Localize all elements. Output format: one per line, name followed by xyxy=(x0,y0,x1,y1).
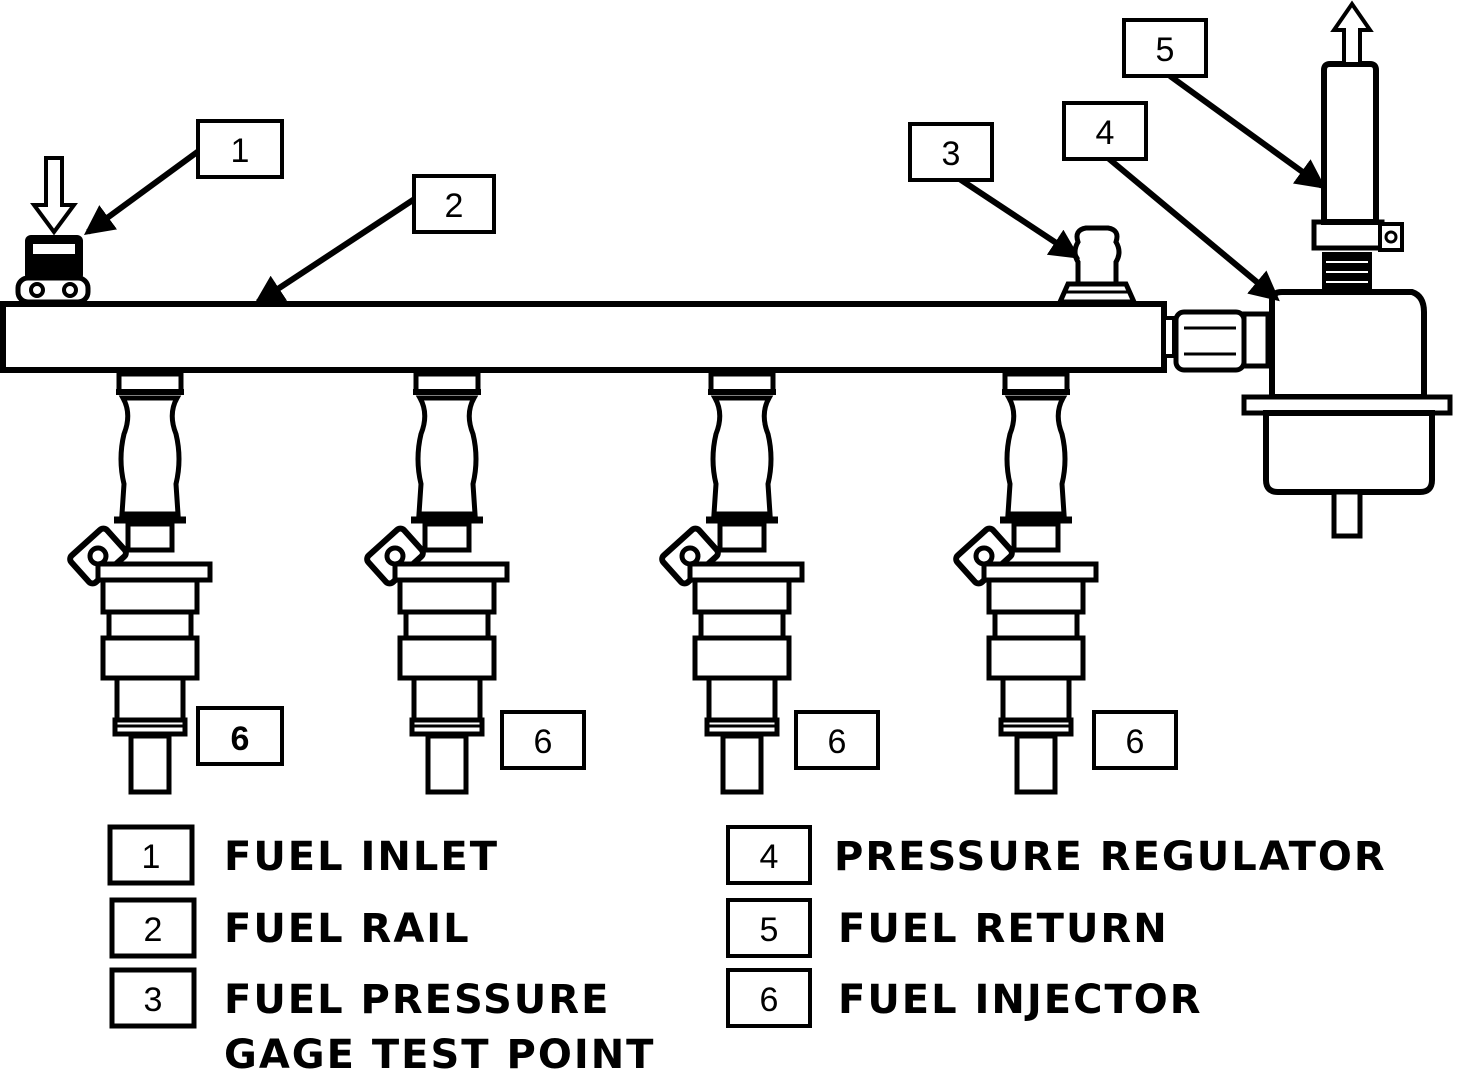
fuel-rail-body xyxy=(0,301,1167,373)
inlet-flow-arrow-icon xyxy=(30,156,78,236)
callout-1-number: 1 xyxy=(231,132,250,170)
fuel-injector-1 xyxy=(68,374,210,792)
legend-number: 6 xyxy=(760,981,779,1019)
leader-arrow-2 xyxy=(253,195,418,305)
leader-arrow-4 xyxy=(1106,155,1280,302)
gage-test-point-valve xyxy=(1056,225,1138,305)
legend: 1 FUEL INLET 2 FUEL RAIL 3 FUEL PRESSURE… xyxy=(107,824,1387,1072)
regulator-connector-fitting xyxy=(1173,309,1271,373)
legend-item-1: 1 FUEL INLET xyxy=(107,824,499,886)
legend-number: 2 xyxy=(144,911,163,949)
callout-5: 5 xyxy=(1122,18,1208,78)
leader-arrow-1 xyxy=(83,147,202,235)
callout-4-number: 4 xyxy=(1096,114,1115,152)
legend-item-5: 5 FUEL RETURN xyxy=(726,898,1169,958)
callout-3-number: 3 xyxy=(942,135,961,173)
return-flow-arrow-icon xyxy=(1330,0,1374,66)
legend-number: 4 xyxy=(760,838,779,876)
legend-label: FUEL INLET xyxy=(224,834,499,880)
legend-label: FUEL INJECTOR xyxy=(838,977,1203,1023)
callout-6-injector-1: 6 xyxy=(196,706,284,766)
legend-label: FUEL RETURN xyxy=(838,906,1169,952)
fuel-injector-2 xyxy=(365,374,507,792)
callout-6d-number: 6 xyxy=(1126,723,1145,761)
callout-6-injector-2: 6 xyxy=(500,710,586,770)
callout-6c-number: 6 xyxy=(828,723,847,761)
legend-number: 3 xyxy=(144,981,163,1019)
pressure-regulator xyxy=(1241,0,1453,539)
leader-arrow-3 xyxy=(953,173,1081,259)
legend-number: 1 xyxy=(142,838,161,876)
legend-number: 5 xyxy=(760,911,779,949)
callout-6a-number: 6 xyxy=(231,720,250,758)
leader-arrow-5 xyxy=(1168,73,1327,189)
legend-label: PRESSURE REGULATOR xyxy=(834,834,1387,880)
legend-label-line-2: GAGE TEST POINT xyxy=(224,1032,655,1072)
callout-1: 1 xyxy=(196,119,284,179)
callout-6-injector-3: 6 xyxy=(794,710,880,770)
fuel-injector-4 xyxy=(954,374,1096,792)
legend-item-4: 4 PRESSURE REGULATOR xyxy=(726,825,1387,885)
legend-item-2: 2 FUEL RAIL xyxy=(109,897,471,959)
callout-6b-number: 6 xyxy=(534,723,553,761)
callout-2: 2 xyxy=(412,174,496,234)
fuel-inlet-fitting xyxy=(15,156,91,305)
callout-6-injector-4: 6 xyxy=(1092,710,1178,770)
legend-label: FUEL RAIL xyxy=(224,906,471,952)
legend-item-3: 3 FUEL PRESSURE GAGE TEST POINT xyxy=(109,967,655,1072)
callout-3: 3 xyxy=(908,122,994,182)
legend-item-6: 6 FUEL INJECTOR xyxy=(726,968,1203,1028)
callout-4: 4 xyxy=(1062,101,1148,161)
callout-2-number: 2 xyxy=(445,187,464,225)
legend-label: FUEL PRESSURE xyxy=(224,977,610,1023)
fuel-injector-3 xyxy=(660,374,802,792)
callout-5-number: 5 xyxy=(1156,31,1175,69)
